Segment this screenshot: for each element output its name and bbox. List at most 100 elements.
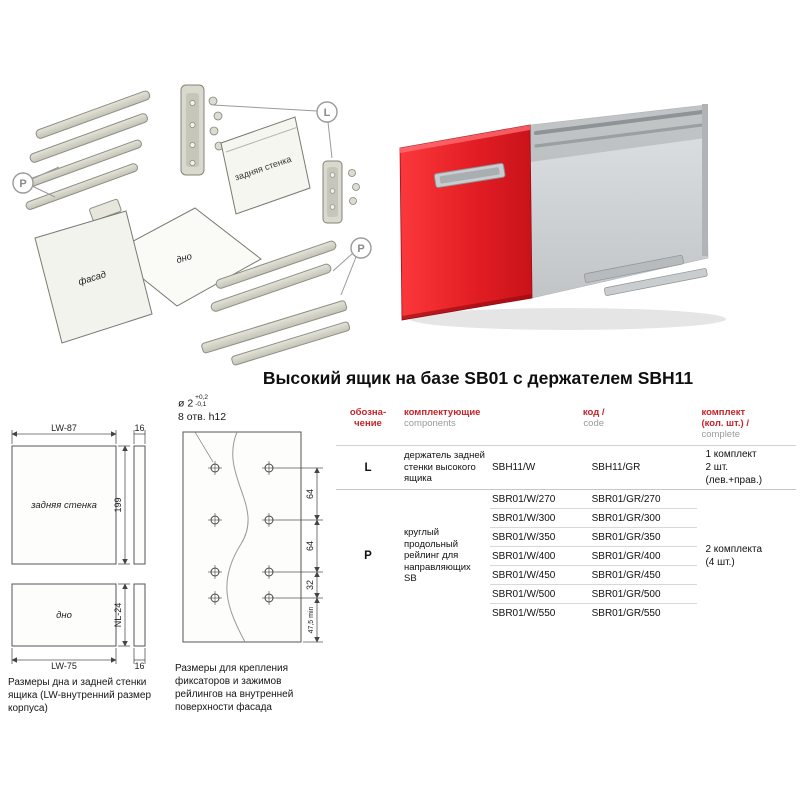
header-code: код / code bbox=[490, 404, 697, 446]
code-gr-450: SBR01/GR/450 bbox=[589, 565, 698, 585]
code-w-500: SBR01/W/500 bbox=[490, 584, 590, 604]
header-code-en: code bbox=[583, 418, 605, 429]
header-complete-ru: комплект (кол. шт.) / bbox=[701, 407, 749, 429]
table-row-p: SBR01/W/450 SBR01/GR/450 bbox=[336, 565, 796, 585]
dim-64-b: 64 bbox=[305, 541, 315, 551]
code-w-400: SBR01/W/400 bbox=[490, 546, 590, 566]
dimension-lines bbox=[11, 430, 146, 664]
back-wall-edge-drawing bbox=[133, 445, 146, 565]
dim-lw87: LW-87 bbox=[51, 423, 77, 433]
drilling-template: 64 64 32 47,5 min bbox=[182, 431, 323, 643]
header-complete-en: complete bbox=[701, 429, 741, 440]
screws-right bbox=[348, 169, 360, 205]
code-gr-350: SBR01/GR/350 bbox=[589, 527, 698, 547]
code-sbh11-w: SBH11/W bbox=[492, 462, 536, 473]
complete-p: 2 комплекта (4 шт.) bbox=[705, 544, 763, 568]
code-gr-500: SBR01/GR/500 bbox=[589, 584, 698, 604]
back-wall-panel: задняя стенка bbox=[220, 116, 311, 215]
tolerance-plus: +0,2 bbox=[195, 394, 209, 401]
marker-l: L bbox=[212, 101, 338, 159]
code-w-270: SBR01/W/270 bbox=[490, 489, 590, 509]
dim-16-bottom: 16 bbox=[134, 661, 144, 670]
dim-64-a: 64 bbox=[305, 489, 315, 499]
holder-bracket-left bbox=[180, 84, 205, 176]
railing-tube-1 bbox=[534, 110, 704, 135]
mark-p: P bbox=[364, 550, 372, 562]
table-row-p: SBR01/W/550 SBR01/GR/550 bbox=[336, 604, 796, 623]
dim-lw75: LW-75 bbox=[51, 661, 77, 670]
page-title: Высокий ящик на базе SB01 с держателем S… bbox=[262, 368, 694, 388]
components-table-wrap: обозна- чение комплектующие components к… bbox=[336, 404, 796, 622]
leader-line bbox=[194, 431, 214, 463]
holes-count: 8 отв. h12 bbox=[178, 410, 227, 423]
header-complete: комплект (кол. шт.) / complete bbox=[697, 404, 796, 446]
code-gr-270: SBR01/GR/270 bbox=[589, 489, 698, 509]
product-photo bbox=[399, 104, 726, 330]
code-gr-300: SBR01/GR/300 bbox=[589, 508, 698, 528]
table-row-p: SBR01/W/350 SBR01/GR/350 bbox=[336, 527, 796, 547]
component-p: круглый продольный рейлинг для направляю… bbox=[404, 527, 471, 585]
bottom-edge-drawing bbox=[133, 583, 146, 647]
header-components-ru: комплектующие bbox=[404, 407, 481, 418]
back-wall-drawing bbox=[11, 445, 117, 565]
back-wall-drawing-label: задняя стенка bbox=[30, 500, 97, 511]
drawer-handle bbox=[433, 162, 506, 188]
dim-16-top: 16 bbox=[134, 423, 144, 433]
header-designation: обозна- чение bbox=[336, 404, 400, 446]
drawer-front bbox=[399, 124, 533, 321]
table-row-l: L держатель задней стенки высокого ящика… bbox=[336, 446, 796, 490]
slide-rails-left bbox=[25, 90, 151, 210]
marker-l-label: L bbox=[324, 107, 331, 119]
tolerance-minus: -0,1 bbox=[195, 400, 207, 408]
facade-profile-curve bbox=[226, 431, 249, 643]
code-sbh11-gr: SBH11/GR bbox=[591, 462, 641, 473]
hole-diameter: ø 2 bbox=[178, 397, 194, 410]
complete-l: 1 комплект 2 шт. (лев.+прав.) bbox=[705, 449, 763, 486]
drill-note: ø 2+0,2-0,1 8 отв. h12 bbox=[178, 394, 227, 424]
back-corner-profile bbox=[702, 104, 708, 256]
component-l: держатель задней стенки высокого ящика bbox=[404, 450, 485, 485]
railing-tube-2 bbox=[534, 123, 704, 148]
code-w-450: SBR01/W/450 bbox=[490, 565, 590, 585]
caption-drilling-template: Размеры для крепления фиксаторов и зажим… bbox=[175, 663, 294, 713]
drill-dimension-lines bbox=[276, 467, 323, 643]
components-table: обозна- чение комплектующие components к… bbox=[336, 404, 796, 622]
header-components: комплектующие components bbox=[400, 404, 490, 446]
marker-p-left-label: P bbox=[19, 178, 26, 190]
code-w-350: SBR01/W/350 bbox=[490, 527, 590, 547]
holder-bracket-right bbox=[322, 160, 343, 224]
dim-nl24: NL-24 bbox=[113, 603, 123, 628]
caption-panel-dimensions: Размеры дна и задней стенки ящика (LW-вн… bbox=[8, 677, 152, 714]
rails-bottom bbox=[201, 240, 351, 366]
code-gr-550: SBR01/GR/550 bbox=[591, 607, 661, 619]
bottom-label: дно bbox=[175, 251, 193, 266]
table-header-row: обозна- чение комплектующие components к… bbox=[336, 404, 796, 446]
panel-dimensions: LW-87 16 199 задняя стенка дно NL-24 LW-… bbox=[11, 423, 146, 670]
marker-p-right-label: P bbox=[357, 243, 364, 255]
drawer-runners bbox=[583, 254, 708, 296]
bottom-drawing-label: дно bbox=[56, 610, 72, 621]
mark-l: L bbox=[364, 461, 372, 474]
marker-p-right: P bbox=[332, 237, 372, 296]
bottom-panel: дно bbox=[110, 207, 262, 307]
table-row-p: SBR01/W/300 SBR01/GR/300 bbox=[336, 508, 796, 528]
facade-template-panel bbox=[182, 431, 302, 643]
code-w-300: SBR01/W/300 bbox=[490, 508, 590, 528]
dim-199: 199 bbox=[113, 497, 123, 512]
exploded-diagram: задняя стенка дно фасад bbox=[12, 84, 372, 366]
header-components-en: components bbox=[404, 418, 456, 429]
bottom-drawing bbox=[11, 583, 117, 647]
code-w-550: SBR01/W/550 bbox=[492, 607, 556, 619]
marker-p-left: P bbox=[12, 166, 60, 198]
dim-32: 32 bbox=[305, 580, 315, 590]
facade-panel: фасад bbox=[34, 210, 153, 344]
table-row-p: P круглый продольный рейлинг для направл… bbox=[336, 489, 796, 584]
drawer-shadow bbox=[410, 308, 726, 330]
table-row-p: SBR01/W/500 SBR01/GR/500 bbox=[336, 584, 796, 604]
header-designation-text: обозна- чение bbox=[349, 407, 387, 429]
drawer-interior bbox=[530, 105, 706, 162]
code-gr-400: SBR01/GR/400 bbox=[589, 546, 698, 566]
header-code-ru: код / bbox=[582, 407, 605, 418]
table-row-p: SBR01/W/400 SBR01/GR/400 bbox=[336, 546, 796, 566]
